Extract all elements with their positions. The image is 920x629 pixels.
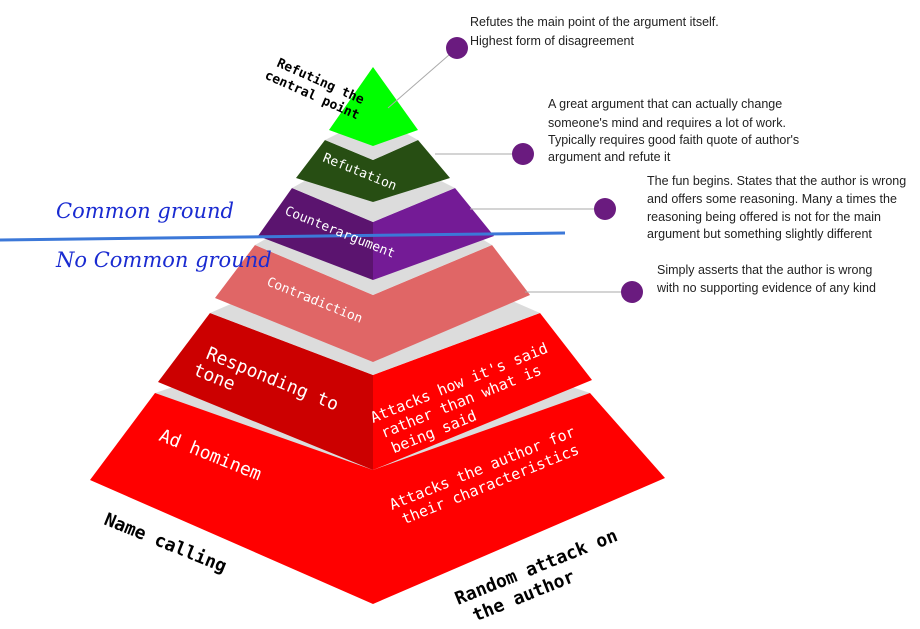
connector-dot-contradiction [621, 281, 643, 303]
refuting-central-point-label: Refuting the central point [262, 54, 373, 126]
counterargument-description-line1: The fun begins. States that the author i… [647, 174, 906, 188]
refuting-central-point-description-line2: Highest form of disagreement [470, 34, 634, 48]
contradiction-description: Simply asserts that the author is wrong … [656, 263, 876, 295]
common-ground-label: Common ground [56, 199, 234, 223]
counterargument-description-line2: and offers some reasoning. Many a times … [647, 192, 897, 206]
counterargument-left-face [258, 188, 373, 280]
contradiction-description-line2: with no supporting evidence of any kind [656, 281, 876, 295]
common-ground-divider-line [0, 231, 566, 242]
connector-dot-counterargument [594, 198, 616, 220]
refuting-central-point-apex [329, 67, 418, 146]
contradiction-description-line1: Simply asserts that the author is wrong [657, 263, 872, 277]
ad-hominem-left-face [90, 393, 373, 604]
refutation-description-line3: Typically requires good faith quote of a… [548, 133, 799, 147]
refuting-central-point-description-line1: Refutes the main point of the argument i… [470, 15, 719, 29]
refutation-description-line4: argument and refute it [548, 150, 671, 164]
connector-dot-central-point [446, 37, 468, 59]
refuting-central-point-description: Refutes the main point of the argument i… [470, 15, 722, 48]
refutation-description-line1: A great argument that can actually chang… [548, 97, 782, 111]
refutation-description: A great argument that can actually chang… [548, 97, 803, 164]
counterargument-description-line3: reasoning being offered is not for the m… [647, 210, 881, 224]
contradiction-left-face [215, 245, 373, 362]
connector-line-central-point [387, 47, 458, 109]
responding-to-tone-right-face [373, 313, 592, 470]
ad-hominem-right-face [373, 393, 665, 604]
connector-dot-refutation [512, 143, 534, 165]
no-common-ground-label: No Common ground [55, 248, 272, 272]
counterargument-description: The fun begins. States that the author i… [647, 174, 910, 241]
refutation-face [296, 140, 450, 202]
contradiction-right-face [373, 245, 530, 362]
refutation-description-line2: someone's mind and requires a lot of wor… [548, 116, 786, 130]
counterargument-description-line4: argument but something slightly differen… [647, 227, 872, 241]
responding-to-tone-left-face [158, 313, 373, 470]
